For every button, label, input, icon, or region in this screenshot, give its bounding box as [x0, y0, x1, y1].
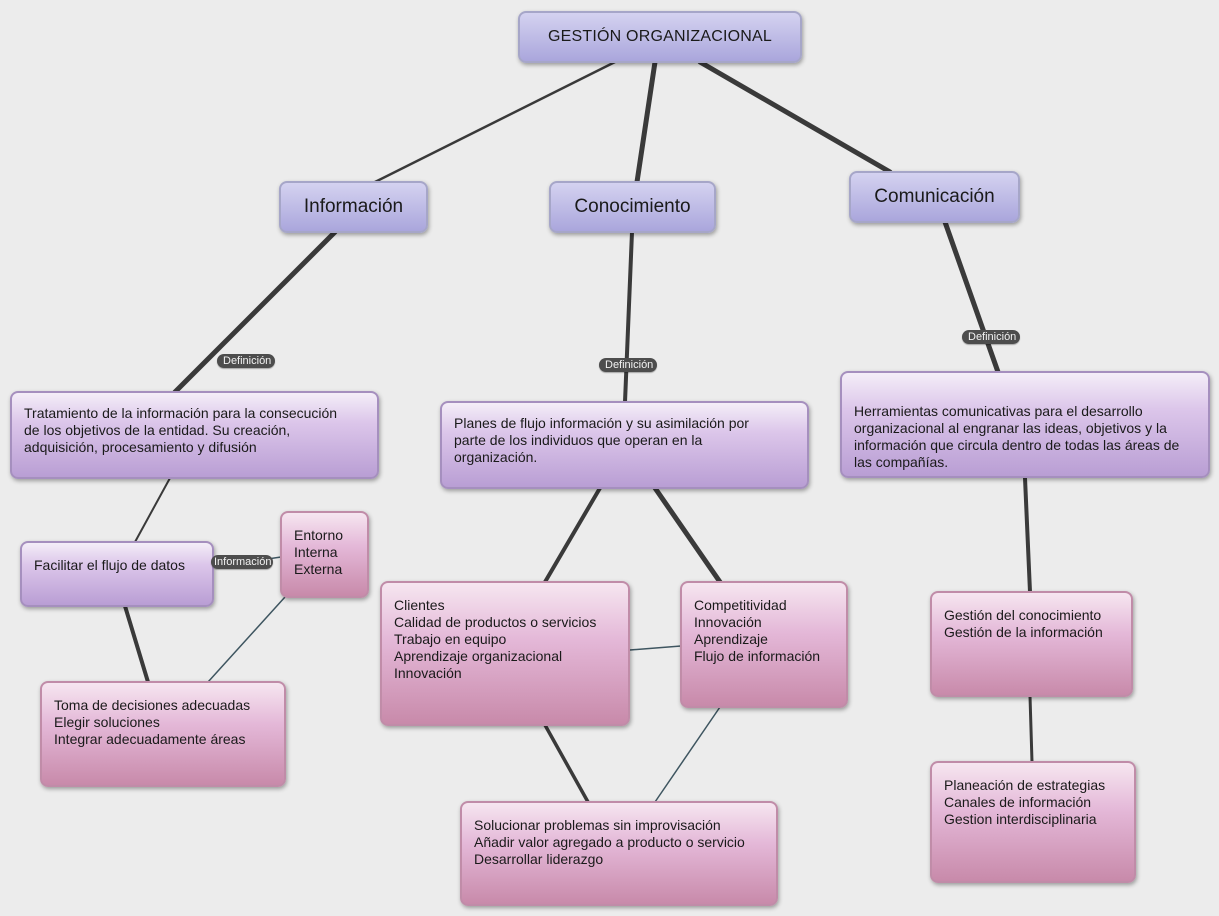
node-text: Gestión del conocimiento Gestión de la i… — [944, 607, 1103, 640]
line-gestion-planeacion — [1028, 694, 1034, 764]
root-label: GESTIÓN ORGANIZACIONAL — [548, 28, 772, 45]
line-root-conocimiento — [634, 59, 658, 185]
definition-informacion[interactable]: Tratamiento de la información para la co… — [10, 391, 379, 479]
category-informacion[interactable]: Información — [279, 181, 428, 233]
node-text: Toma de decisiones adecuadas Elegir solu… — [54, 697, 251, 747]
node-planeacion[interactable]: Planeación de estrategias Canales de inf… — [930, 761, 1136, 883]
node-toma-decisiones[interactable]: Toma de decisiones adecuadas Elegir solu… — [40, 681, 286, 787]
line-def-con-clientes — [543, 486, 602, 584]
node-entorno[interactable]: Entorno Interna Externa — [280, 511, 369, 598]
root-node[interactable]: GESTIÓN ORGANIZACIONAL — [518, 11, 802, 63]
category-label: Información — [303, 196, 404, 217]
line-competitividad-solucionar — [654, 706, 721, 803]
node-clientes[interactable]: Clientes Calidad de productos o servicio… — [380, 581, 630, 726]
line-root-informacion — [373, 60, 617, 184]
line-comunicacion-definicion — [942, 219, 1001, 375]
link-label-definicion: Definición — [599, 358, 657, 372]
link-label-informacion: Información — [211, 555, 273, 569]
definition-comunicacion[interactable]: Herramientas comunicativas para el desar… — [840, 371, 1210, 478]
node-text: Planeación de estrategias Canales de inf… — [944, 777, 1106, 827]
link-label-definicion: Definición — [962, 330, 1020, 344]
link-label-definicion: Definición — [217, 354, 275, 368]
node-competitividad[interactable]: Competitividad Innovación Aprendizaje Fl… — [680, 581, 848, 708]
node-text: Clientes Calidad de productos o servicio… — [394, 597, 597, 681]
line-entorno-decisiones — [207, 596, 286, 683]
category-comunicacion[interactable]: Comunicación — [849, 171, 1020, 223]
line-flujo-decisiones — [123, 604, 150, 684]
line-def-info-flujo — [134, 477, 171, 543]
line-clientes-competitividad — [629, 645, 682, 651]
node-gestion[interactable]: Gestión del conocimiento Gestión de la i… — [930, 591, 1133, 697]
line-clientes-solucionar — [543, 723, 590, 804]
node-text: Solucionar problemas sin improvisación A… — [474, 817, 745, 867]
category-label: Conocimiento — [574, 196, 691, 217]
node-solucionar[interactable]: Solucionar problemas sin improvisación A… — [460, 801, 778, 906]
node-text: Facilitar el flujo de datos — [34, 557, 185, 573]
definition-text: Herramientas comunicativas para el desar… — [854, 403, 1180, 470]
line-def-con-competitividad — [652, 485, 723, 585]
category-conocimiento[interactable]: Conocimiento — [549, 181, 716, 233]
line-informacion-definicion — [172, 229, 338, 395]
line-conocimiento-definicion — [623, 230, 634, 404]
node-text: Entorno Interna Externa — [294, 527, 344, 577]
node-text: Competitividad Innovación Aprendizaje Fl… — [694, 597, 821, 664]
category-label: Comunicación — [874, 186, 995, 207]
line-root-comunicacion — [697, 59, 893, 175]
node-facilitar-flujo[interactable]: Facilitar el flujo de datos — [20, 541, 214, 607]
line-def-com-gestion — [1023, 476, 1032, 594]
definition-text: Tratamiento de la información para la co… — [24, 405, 338, 455]
definition-conocimiento[interactable]: Planes de flujo información y su asimila… — [440, 401, 809, 489]
definition-text: Planes de flujo información y su asimila… — [454, 415, 749, 465]
